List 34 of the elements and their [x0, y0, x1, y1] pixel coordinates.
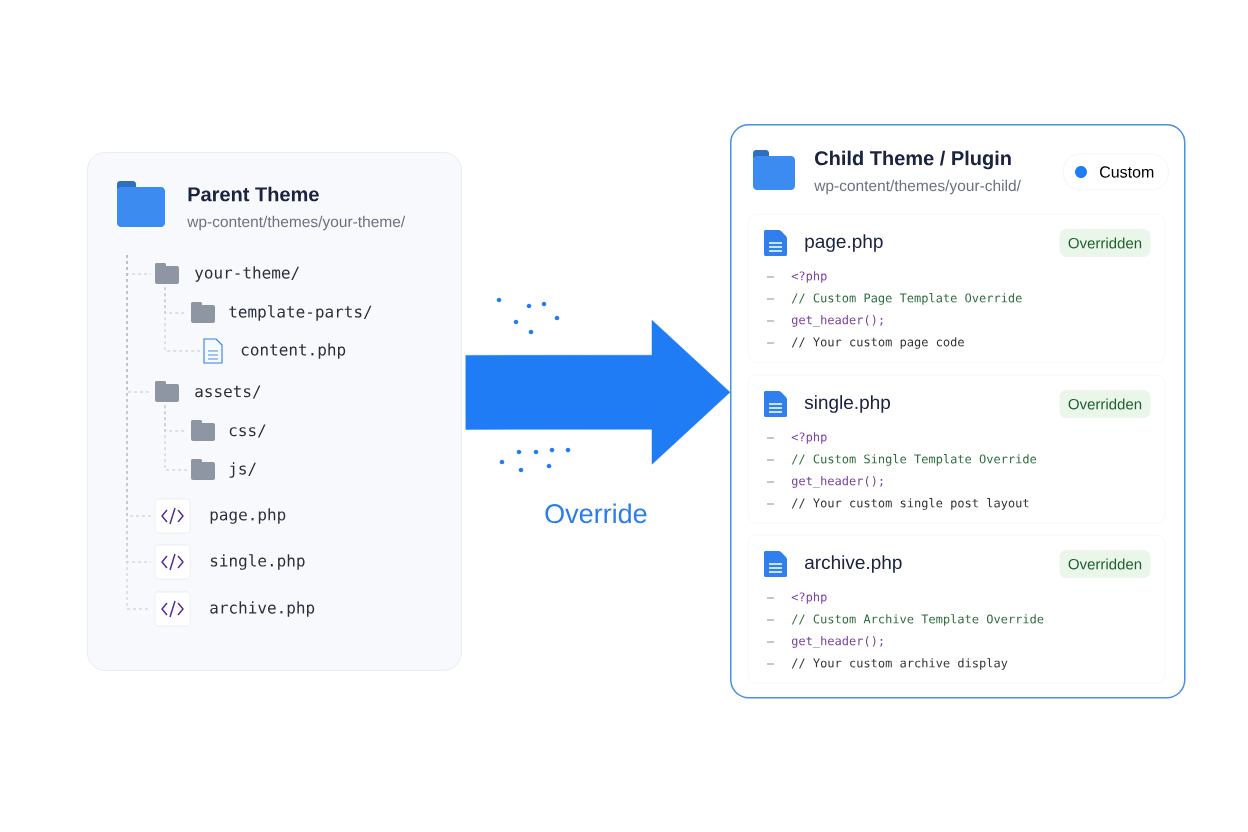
- code-line: get_header();: [766, 476, 883, 488]
- code-line: // Custom Single Template Override: [766, 454, 1037, 466]
- tree-line: [164, 404, 188, 471]
- code-line: <?php: [766, 271, 827, 283]
- file-name: js/: [229, 462, 256, 478]
- file-name: single.php: [210, 554, 305, 570]
- status-badge: Overridden: [1059, 229, 1151, 257]
- edge-label: Override: [542, 501, 650, 526]
- status-pill: Custom: [1063, 153, 1169, 191]
- file-name: archive.php: [210, 601, 315, 617]
- file-name: page.php: [210, 508, 286, 524]
- tree-line: [164, 286, 201, 352]
- code-line: <?php: [766, 592, 827, 604]
- file-name: content.php: [241, 343, 346, 359]
- file-name: archive.php: [805, 555, 902, 573]
- file-card: [748, 375, 1166, 524]
- code-line: // Custom Page Template Override: [766, 293, 1022, 305]
- file-name: css/: [229, 424, 266, 438]
- file-card: [748, 535, 1166, 684]
- code-line: // Your custom archive display: [766, 658, 1008, 670]
- file-card: [748, 214, 1166, 363]
- code-line: // Your custom single post layout: [766, 498, 1029, 510]
- code-line: // Custom Archive Template Override: [766, 614, 1044, 626]
- code-line: // Your custom page code: [766, 337, 964, 349]
- code-line: <?php: [766, 432, 827, 444]
- status-badge: Overridden: [1059, 390, 1151, 418]
- file-name: single.php: [804, 395, 890, 413]
- block-arrow: [465, 320, 731, 465]
- code-line: get_header();: [766, 636, 883, 648]
- file-name: assets/: [195, 385, 261, 399]
- file-name: page.php: [805, 234, 883, 252]
- code-line: get_header();: [766, 315, 883, 327]
- file-name: template-parts/: [229, 305, 372, 321]
- file-name: your-theme/: [195, 266, 299, 282]
